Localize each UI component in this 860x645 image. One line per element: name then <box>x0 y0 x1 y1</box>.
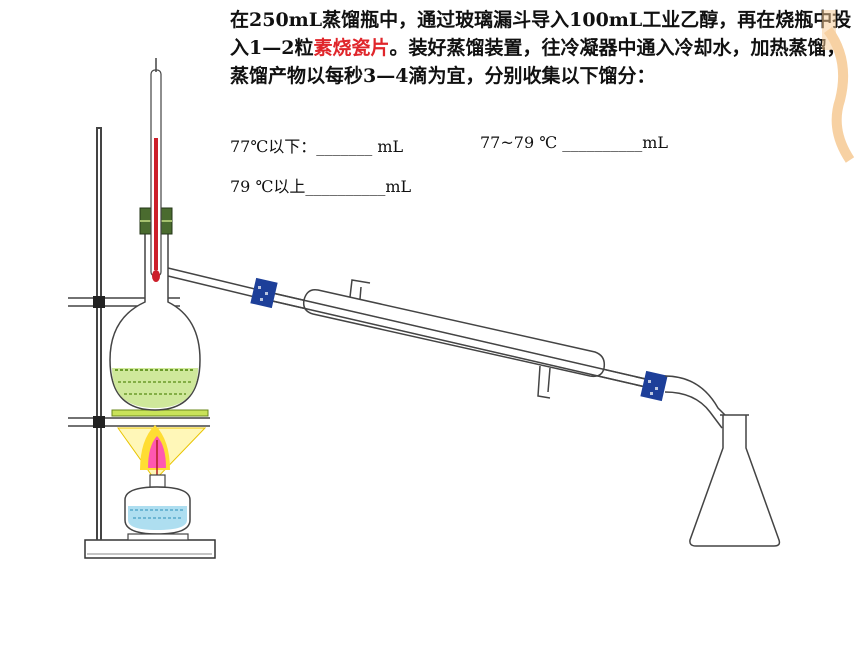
fraction-above-79: 79 ℃以上__________mL <box>230 177 412 196</box>
procedure-paragraph: 在250mL蒸馏瓶中，通过玻璃漏斗导入100mL工业乙醇，再在烧瓶中投入1—2粒… <box>230 6 855 90</box>
alcohol-lamp <box>117 425 207 541</box>
iron-stand <box>68 127 216 559</box>
condenser <box>250 277 668 402</box>
connector-1 <box>250 277 278 309</box>
fraction-77-79: 77~79 ℃ __________mL <box>480 133 668 152</box>
fraction-below-77: 77℃以下：_______ mL <box>230 137 404 156</box>
connector-2 <box>640 370 668 402</box>
wire-gauze <box>111 409 209 417</box>
adapter-tube <box>664 375 731 429</box>
procedure-text-1: 在250mL蒸馏瓶中，通过玻璃漏斗导入100mL工业乙醇，再在烧瓶中投入1—2粒 <box>230 9 852 59</box>
erlenmeyer-flask <box>689 414 781 547</box>
distillation-flask <box>109 230 256 411</box>
procedure-text-2: 。装好蒸馏装置，往冷凝器中通入冷却水，加热蒸馏，蒸馏产物以每秒3—4滴为宜，分别… <box>230 37 846 87</box>
porcelain-chips-highlight: 素烧瓷片 <box>313 37 390 59</box>
watermark-decoration <box>822 10 855 163</box>
thermometer <box>150 58 162 282</box>
